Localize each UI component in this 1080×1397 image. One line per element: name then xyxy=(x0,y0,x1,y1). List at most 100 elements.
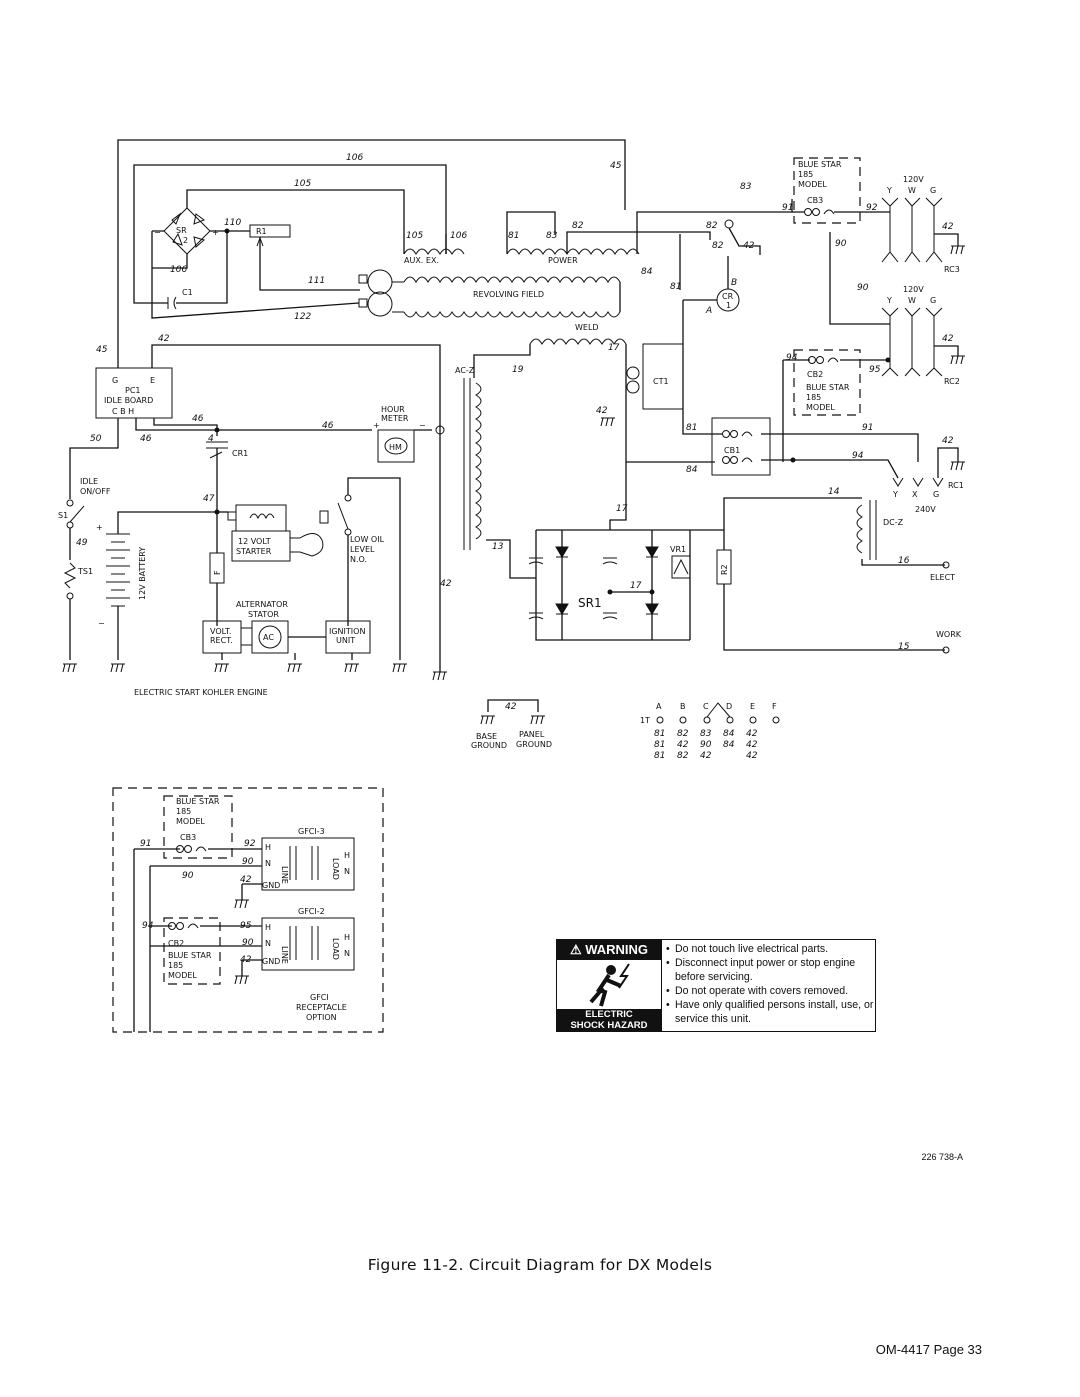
terminal-cell: 82 xyxy=(677,729,689,739)
wire-106: 106 xyxy=(346,153,363,163)
wire-15: 15 xyxy=(898,642,910,652)
terminal-cell: 81 xyxy=(654,751,665,761)
terminal-cell: 84 xyxy=(723,729,735,739)
svg-text:METER: METER xyxy=(381,414,409,423)
svg-text:GFCI-3: GFCI-3 xyxy=(298,827,325,836)
svg-text:CR1: CR1 xyxy=(232,449,248,458)
fuse xyxy=(209,552,225,584)
wire-91: 91 xyxy=(782,203,793,213)
vr1 xyxy=(671,555,691,579)
svg-text:A: A xyxy=(705,306,712,316)
svg-text:1T: 1T xyxy=(640,716,650,725)
wire-42: 42 xyxy=(942,334,954,344)
svg-text:SR: SR xyxy=(176,226,187,235)
wire-numbers: 106 105 45 83 110 105 106 81 83 82 82 82… xyxy=(76,153,954,965)
aux-exciter-winding: AUX. EX. xyxy=(403,248,465,265)
svg-text:240V: 240V xyxy=(915,505,936,514)
wire-50: 50 xyxy=(90,434,102,444)
gfci-3 xyxy=(261,837,355,891)
svg-text:ON/OFF: ON/OFF xyxy=(80,487,111,496)
wire-14: 14 xyxy=(828,487,840,497)
terminal-cell: 82 xyxy=(677,751,689,761)
svg-text:Y: Y xyxy=(886,296,892,305)
svg-text:F: F xyxy=(772,702,777,711)
wire-106: 106 xyxy=(450,231,467,241)
svg-text:RC3: RC3 xyxy=(944,265,960,274)
electric-shock-icon xyxy=(589,963,630,1007)
svg-text:AC-Z: AC-Z xyxy=(455,366,475,375)
svg-text:R1: R1 xyxy=(256,227,267,236)
svg-text:C: C xyxy=(703,702,709,711)
battery: + − 12V BATTERY xyxy=(96,511,217,660)
wire-4: 4 xyxy=(208,434,214,444)
svg-text:185: 185 xyxy=(176,807,191,816)
wire-42: 42 xyxy=(440,579,452,589)
warning-item: Do not touch live electrical parts. xyxy=(665,942,875,956)
terminal-cell: 83 xyxy=(700,729,712,739)
receptacles-120v: BLUE STAR 185 MODEL CB3 120V Y W G RC3 C… xyxy=(782,157,966,462)
wire-45: 45 xyxy=(96,345,108,355)
wire-13: 13 xyxy=(492,542,504,552)
svg-text:S1: S1 xyxy=(58,511,68,520)
wire-94: 94 xyxy=(786,353,798,363)
svg-text:H: H xyxy=(344,933,350,942)
wire-19: 19 xyxy=(512,365,524,375)
svg-text:F: F xyxy=(213,570,222,575)
wire-82: 82 xyxy=(572,221,584,231)
svg-text:MODEL: MODEL xyxy=(806,403,835,412)
wire-42: 42 xyxy=(942,436,954,446)
wire-42: 42 xyxy=(743,241,755,251)
terminal-cell: 81 xyxy=(654,740,665,750)
wire-94: 94 xyxy=(142,921,154,931)
svg-text:GFCI: GFCI xyxy=(310,993,329,1002)
svg-text:G: G xyxy=(930,296,936,305)
svg-text:BLUE STAR: BLUE STAR xyxy=(168,951,212,960)
terminal-cell: 42 xyxy=(746,740,758,750)
page-footer: OM-4417 Page 33 xyxy=(875,1342,982,1357)
hour-meter xyxy=(377,429,415,463)
svg-text:120V: 120V xyxy=(903,175,924,184)
svg-text:E: E xyxy=(150,376,155,385)
svg-text:C1: C1 xyxy=(182,288,193,297)
svg-text:185: 185 xyxy=(806,393,821,402)
terminal-cell: 90 xyxy=(700,740,712,750)
svg-text:LOAD: LOAD xyxy=(331,858,340,880)
svg-text:GFCI-2: GFCI-2 xyxy=(298,907,325,916)
brush-2 xyxy=(367,291,393,317)
svg-text:TS1: TS1 xyxy=(77,567,93,576)
wire-92: 92 xyxy=(866,203,878,213)
svg-text:UNIT: UNIT xyxy=(336,636,355,645)
svg-text:N: N xyxy=(265,939,271,948)
wire-95: 95 xyxy=(240,921,252,931)
svg-text:STATOR: STATOR xyxy=(248,610,279,619)
svg-text:RECT.: RECT. xyxy=(210,636,233,645)
svg-text:GROUND: GROUND xyxy=(471,741,507,750)
weld-output-section: SR1 VR1 R2 DC-Z ELECT WORK 240V CB1 Y X xyxy=(528,300,966,654)
svg-text:BLUE STAR: BLUE STAR xyxy=(798,160,842,169)
svg-text:E: E xyxy=(750,702,755,711)
wire-84: 84 xyxy=(641,267,653,277)
svg-text:VOLT.: VOLT. xyxy=(210,627,231,636)
wire-47: 47 xyxy=(203,494,215,504)
svg-text:H: H xyxy=(344,851,350,860)
brush-1 xyxy=(367,269,393,295)
svg-text:N: N xyxy=(344,867,350,876)
wire-81: 81 xyxy=(670,282,681,292)
svg-text:LOAD: LOAD xyxy=(331,938,340,960)
svg-text:BASE: BASE xyxy=(476,732,497,741)
wire-45: 45 xyxy=(610,161,622,171)
wire-42: 42 xyxy=(505,702,517,712)
svg-text:DC-Z: DC-Z xyxy=(883,518,904,527)
terminal-cell: 42 xyxy=(746,751,758,761)
svg-text:REVOLVING FIELD: REVOLVING FIELD xyxy=(473,290,544,299)
svg-text:CB3: CB3 xyxy=(807,196,823,205)
svg-text:WELD: WELD xyxy=(575,323,599,332)
gfci-2 xyxy=(261,917,355,971)
warning-item: Have only qualified persons install, use… xyxy=(665,998,875,1026)
wire-105: 105 xyxy=(294,179,311,189)
wire-91: 91 xyxy=(862,423,873,433)
svg-text:CB3: CB3 xyxy=(180,833,196,842)
